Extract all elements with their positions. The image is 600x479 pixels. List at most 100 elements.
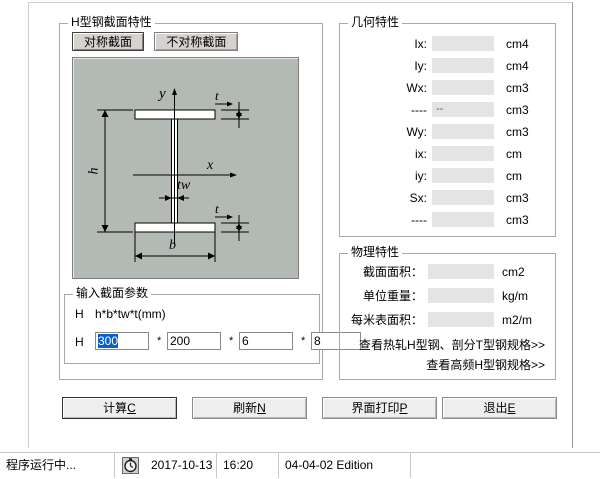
property-label-blank-1: ---- <box>411 103 427 117</box>
property-value-ix-radius <box>432 146 494 161</box>
input-parameters-group-title: 输入截面参数 <box>73 287 152 300</box>
physical-row-surface-area: 每米表面积： m2/m <box>340 312 555 328</box>
property-label-iy: Iy: <box>414 59 427 73</box>
property-row-ix: Ix: cm4 <box>340 36 555 52</box>
property-value-iy <box>432 58 494 73</box>
calculate-button-label: 计算 <box>103 401 128 415</box>
property-label-ix-radius: ix: <box>415 147 427 161</box>
physical-value-unit-weight <box>428 288 494 303</box>
refresh-button-label: 刷新 <box>233 401 258 415</box>
print-screen-button-label: 界面打印 <box>351 401 400 415</box>
property-unit-ix-radius: cm <box>506 147 522 161</box>
tab-asymmetric-section[interactable]: 不对称截面 <box>154 32 239 51</box>
print-screen-button-accel: P <box>399 401 408 415</box>
print-screen-button[interactable]: 界面打印P <box>322 397 437 419</box>
property-row-blank-2: ---- cm3 <box>340 212 555 228</box>
physical-row-unit-weight: 单位重量： kg/m <box>340 288 555 304</box>
link-high-frequency-h-spec[interactable]: 查看高频H型钢规格>> <box>426 358 545 372</box>
property-row-blank-1: ---- -- cm3 <box>340 102 555 118</box>
property-label-wx: Wx: <box>406 81 427 95</box>
h-beam-diagram-panel: y x h b tw t t <box>72 57 299 279</box>
section-properties-group: H型钢截面特性 对称截面 不对称截面 <box>59 16 361 380</box>
dialog-client-area: H型钢截面特性 对称截面 不对称截面 <box>28 2 573 448</box>
property-value-iy-radius <box>432 168 494 183</box>
link-hot-rolled-h-and-t-spec[interactable]: 查看热轧H型钢、剖分T型钢规格>> <box>358 338 545 352</box>
property-value-ix <box>432 36 494 51</box>
status-spare-panel <box>411 453 600 478</box>
property-row-iy-radius: iy: cm <box>340 168 555 184</box>
calculate-button[interactable]: 计算C <box>62 397 177 419</box>
property-unit-ix: cm4 <box>506 37 529 51</box>
input-field-tw-value: 6 <box>242 334 249 348</box>
physical-unit-area: cm2 <box>502 265 525 279</box>
diagram-label-flange-thickness-top: t <box>215 88 219 103</box>
property-unit-blank-1: cm3 <box>506 103 529 117</box>
refresh-button-accel: N <box>257 401 266 415</box>
property-unit-sx: cm3 <box>506 191 529 205</box>
input-field-t[interactable]: 8 <box>311 332 361 350</box>
property-value-blank-2 <box>432 212 494 227</box>
section-type-tabs: 对称截面 不对称截面 <box>72 32 245 51</box>
physical-properties-group-title: 物理特性 <box>348 246 403 259</box>
exit-button-label: 退出 <box>483 401 508 415</box>
exit-button-accel: E <box>507 401 516 415</box>
physical-row-area: 截面面积： cm2 <box>340 264 555 280</box>
input-hint-prefix: H <box>75 307 84 321</box>
multiply-sign-3: * <box>301 335 306 347</box>
property-unit-blank-2: cm3 <box>506 213 529 227</box>
diagram-label-height: h <box>86 167 102 175</box>
status-time: 16:20 <box>217 453 279 478</box>
physical-label-surface-area: 每米表面积： <box>350 313 423 327</box>
property-label-wy: Wy: <box>406 125 427 139</box>
refresh-button[interactable]: 刷新N <box>192 397 307 419</box>
input-parameters-group: 输入截面参数 H h*b*tw*t(mm) H 300 * 200 * 6 * … <box>64 287 361 364</box>
status-message: 程序运行中... <box>0 453 115 478</box>
status-clock-cell <box>115 453 145 478</box>
property-value-blank-1: -- <box>432 102 494 117</box>
exit-button[interactable]: 退出E <box>442 397 557 419</box>
property-row-ix-radius: ix: cm <box>340 146 555 162</box>
section-properties-group-title: H型钢截面特性 <box>68 16 155 29</box>
input-field-b[interactable]: 200 <box>167 332 221 350</box>
diagram-label-width: b <box>169 238 176 253</box>
physical-properties-group: 物理特性 截面面积： cm2 单位重量： kg/m 每米表面积： m2/m 查看… <box>339 246 556 380</box>
physical-unit-unit-weight: kg/m <box>502 289 529 303</box>
physical-unit-surface-area: m2/m <box>502 313 532 327</box>
geometric-properties-group: 几何特性 Ix: cm4 Iy: cm4 Wx: cm3 ---- -- cm3 <box>339 16 556 237</box>
clock-icon <box>122 457 139 474</box>
physical-label-unit-weight: 单位重量： <box>362 289 423 303</box>
status-edition: 04-04-02 Edition <box>279 453 411 478</box>
property-label-sx: Sx: <box>409 191 427 205</box>
property-row-iy: Iy: cm4 <box>340 58 555 74</box>
property-label-blank-2: ---- <box>411 213 427 227</box>
input-row-label: H <box>75 335 84 349</box>
input-field-b-value: 200 <box>170 334 191 348</box>
property-unit-wy: cm3 <box>506 125 529 139</box>
input-field-tw[interactable]: 6 <box>239 332 293 350</box>
status-bar: 程序运行中... 2017-10-13 16:20 04-04-02 Editi… <box>0 452 600 479</box>
geometric-properties-group-title: 几何特性 <box>348 16 403 29</box>
physical-value-surface-area <box>428 312 494 327</box>
input-field-h-value: 300 <box>98 334 119 348</box>
property-unit-iy-radius: cm <box>506 169 522 183</box>
property-unit-wx: cm3 <box>506 81 529 95</box>
physical-value-area <box>428 264 494 279</box>
status-date: 2017-10-13 <box>145 453 217 478</box>
tab-symmetric-section[interactable]: 对称截面 <box>72 32 145 51</box>
input-hint-formula: h*b*tw*t(mm) <box>95 307 166 321</box>
property-label-iy-radius: iy: <box>415 169 427 183</box>
physical-label-area: 截面面积： <box>362 265 423 279</box>
diagram-label-y-axis: y <box>159 86 166 102</box>
input-field-t-value: 8 <box>314 334 321 348</box>
diagram-label-x-axis: x <box>207 158 214 173</box>
property-value-sx <box>432 190 494 205</box>
diagram-label-web-thickness: tw <box>177 178 191 193</box>
property-value-wx <box>432 80 494 95</box>
property-label-ix: Ix: <box>414 37 427 51</box>
diagram-label-flange-thickness-bottom: t <box>215 201 219 216</box>
input-field-h[interactable]: 300 <box>95 332 149 350</box>
property-row-wx: Wx: cm3 <box>340 80 555 96</box>
property-row-wy: Wy: cm3 <box>340 124 555 140</box>
calculate-button-accel: C <box>127 401 136 415</box>
